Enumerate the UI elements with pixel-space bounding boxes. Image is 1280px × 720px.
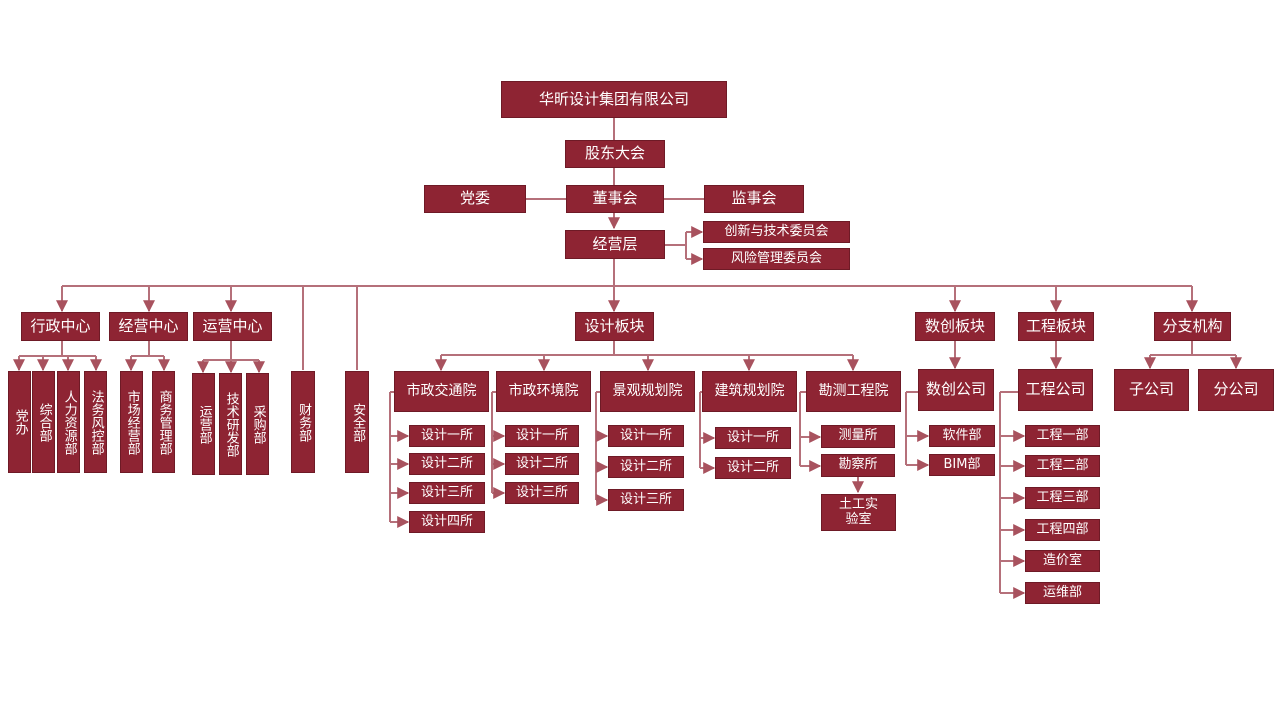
engineering-dept: 工程三部 (1025, 487, 1100, 509)
business-center: 经营中心 (109, 312, 188, 341)
sub-office: 设计一所 (505, 425, 579, 447)
dept-general-affairs: 综合部 (32, 371, 55, 473)
dept-human-resources: 人力资源部 (57, 371, 80, 473)
branch-office: 分公司 (1198, 369, 1274, 411)
digital-company: 数创公司 (918, 369, 994, 411)
software-dept: 软件部 (929, 425, 995, 447)
branches: 分支机构 (1154, 312, 1231, 341)
sub-office: 测量所 (821, 425, 895, 448)
institute-landscape-planning: 景观规划院 (600, 371, 695, 412)
cost-office: 造价室 (1025, 550, 1100, 572)
dept-procurement: 采购部 (246, 373, 269, 475)
shareholders-meeting: 股东大会 (565, 140, 665, 168)
engineering-sector: 工程板块 (1018, 312, 1094, 341)
bim-dept: BIM部 (929, 454, 995, 476)
sub-office: 设计二所 (608, 456, 684, 478)
institute-municipal-environment: 市政环境院 (496, 371, 591, 412)
sub-office: 设计二所 (505, 453, 579, 475)
sub-office: 设计三所 (505, 482, 579, 504)
dept-legal-risk: 法务风控部 (84, 371, 107, 473)
admin-center: 行政中心 (21, 312, 100, 341)
sub-office: 勘察所 (821, 454, 895, 477)
dept-operations: 运营部 (192, 373, 215, 475)
engineering-dept: 工程四部 (1025, 519, 1100, 541)
engineering-company: 工程公司 (1018, 369, 1093, 411)
management-layer: 经营层 (565, 230, 665, 259)
innovation-tech-committee: 创新与技术委员会 (703, 221, 850, 243)
sub-office: 设计四所 (409, 511, 485, 533)
sub-office: 设计一所 (608, 425, 684, 447)
root-company: 华昕设计集团有限公司 (501, 81, 727, 118)
institute-survey-engineering: 勘测工程院 (806, 371, 901, 412)
party-committee: 党委 (424, 185, 526, 213)
sub-office: 设计一所 (715, 427, 791, 449)
engineering-dept: 工程一部 (1025, 425, 1100, 447)
subsidiary: 子公司 (1114, 369, 1189, 411)
sub-office: 设计一所 (409, 425, 485, 447)
sub-office: 设计三所 (608, 489, 684, 511)
dept-safety: 安全部 (345, 371, 369, 473)
dept-tech-rnd: 技术研发部 (219, 373, 242, 475)
dept-finance: 财务部 (291, 371, 315, 473)
institute-architecture-planning: 建筑规划院 (702, 371, 797, 412)
board-of-supervisors: 监事会 (704, 185, 804, 213)
risk-management-committee: 风险管理委员会 (703, 248, 850, 270)
institute-municipal-transport: 市政交通院 (394, 371, 489, 412)
maintenance-dept: 运维部 (1025, 582, 1100, 604)
dept-marketing: 市场经营部 (120, 371, 143, 473)
board-of-directors: 董事会 (566, 185, 664, 213)
operations-center: 运营中心 (193, 312, 272, 341)
engineering-dept: 工程二部 (1025, 455, 1100, 477)
dept-party-office: 党办 (8, 371, 31, 473)
sub-office: 设计二所 (715, 457, 791, 479)
dept-commerce: 商务管理部 (152, 371, 175, 473)
soil-lab: 土工实验室 (821, 494, 896, 531)
sub-office: 设计三所 (409, 482, 485, 504)
sub-office: 设计二所 (409, 453, 485, 475)
digital-sector: 数创板块 (915, 312, 995, 341)
design-sector: 设计板块 (575, 312, 654, 341)
